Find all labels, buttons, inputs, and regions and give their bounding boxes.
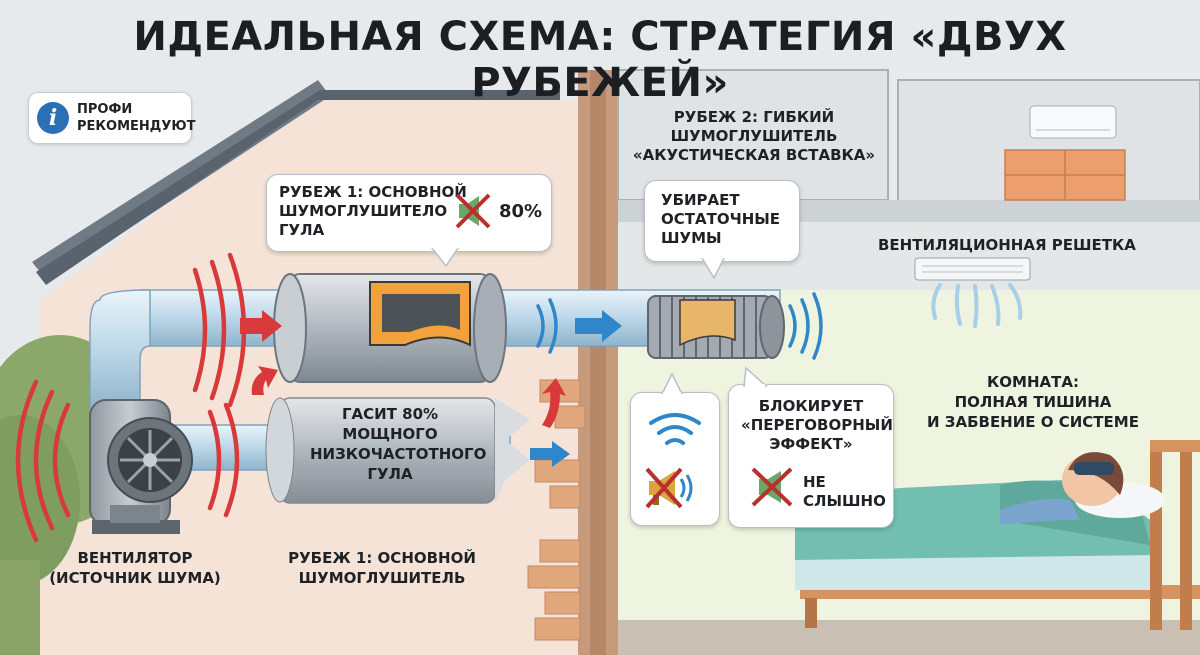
stage1-callout: РУБЕЖ 1: ОСНОВНОЙ ШУМОГЛУШИТЕЛО ГУЛА 80% xyxy=(266,174,552,252)
flexible-insert xyxy=(647,295,785,359)
dresser xyxy=(1004,149,1126,201)
grille-airflow xyxy=(931,283,1023,328)
stage1-callout-text: РУБЕЖ 1: ОСНОВНОЙ ШУМОГЛУШИТЕЛО ГУЛА xyxy=(279,183,467,239)
badge-text: ПРОФИ РЕКОМЕНДУЮТ xyxy=(77,102,196,134)
duct-elbow xyxy=(89,289,151,411)
silencer-description: ГАСИТ 80% МОЩНОГО НИЗКОЧАСТОТНОГО ГУЛА xyxy=(310,405,487,483)
vent-grille xyxy=(914,257,1031,281)
callout-pointer xyxy=(661,372,683,394)
sleeping-person xyxy=(1000,452,1124,525)
airflow-arrows xyxy=(530,310,622,467)
page-title: ИДЕАЛЬНАЯ СХЕМА: СТРАТЕГИЯ «ДВУХ РУБЕЖЕЙ… xyxy=(133,14,1067,106)
vent-grille-label: ВЕНТИЛЯЦИОННАЯ РЕШЕТКА xyxy=(878,236,1136,254)
sound-waves-icon xyxy=(649,413,701,445)
mute-icon xyxy=(751,467,793,507)
crosstalk-callout: БЛОКИРУЕТ «ПЕРЕГОВОРНЫЙ ЭФФЕКТ» НЕ СЛЫШН… xyxy=(728,384,894,528)
main-silencer xyxy=(273,273,507,383)
stage2-header: РУБЕЖ 2: ГИБКИЙ ШУМОГЛУШИТЕЛЬ «АКУСТИЧЕС… xyxy=(632,108,876,164)
airflow-waves xyxy=(536,292,823,360)
mute-icon xyxy=(455,193,491,229)
callout-pointer xyxy=(431,248,459,268)
brick-pattern xyxy=(527,379,586,641)
muted-horn-icon xyxy=(645,467,693,509)
ac-unit xyxy=(1029,105,1117,139)
muted-sound-callout xyxy=(630,392,720,526)
fan-unit xyxy=(89,399,193,534)
noise-arrows xyxy=(240,310,566,428)
residual-noise-callout: УБИРАЕТ ОСТАТОЧНЫЕ ШУМЫ xyxy=(644,180,800,262)
info-icon: i xyxy=(37,102,69,134)
callout-pointer xyxy=(743,366,768,388)
stage1-label: РУБЕЖ 1: ОСНОВНОЙ ШУМОГЛУШИТЕЛЬ xyxy=(288,549,476,587)
cant-hear-text: НЕ СЛЫШНО xyxy=(803,473,886,510)
secondary-silencer xyxy=(265,397,530,504)
noise-waves xyxy=(15,252,247,543)
callout-pointer xyxy=(701,258,725,280)
room-label: КОМНАТА: ПОЛНАЯ ТИШИНА И ЗАБВЕНИЕ О СИСТ… xyxy=(927,373,1139,431)
fan-label: ВЕНТИЛЯТОР (ИСТОЧНИК ШУМА) xyxy=(49,549,221,587)
pro-tip-badge: i ПРОФИ РЕКОМЕНДУЮТ xyxy=(28,92,196,144)
noise-reduction-percent: 80% xyxy=(499,201,543,222)
